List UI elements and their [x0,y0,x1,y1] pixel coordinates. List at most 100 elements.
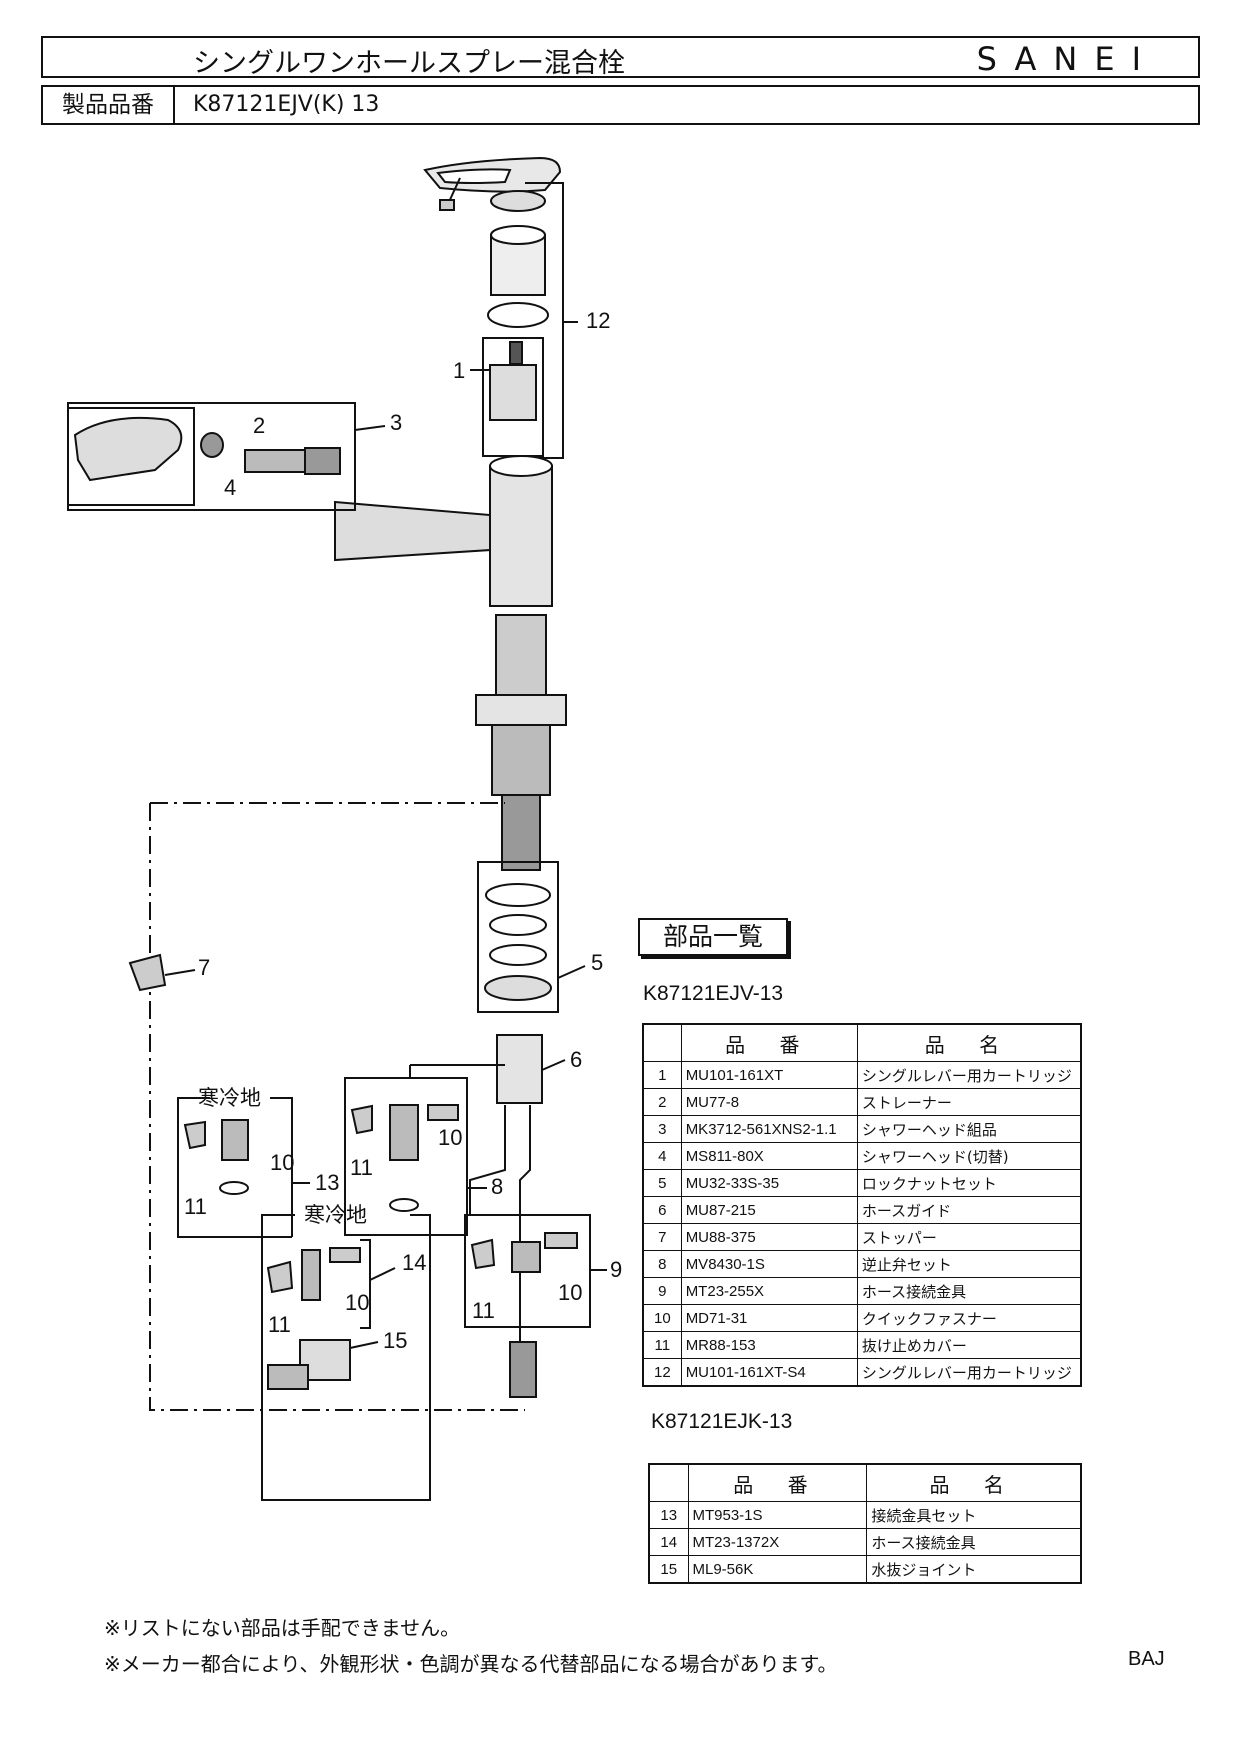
col-part-no: 品 番 [680,1023,858,1062]
callout-10-d: 10 [558,1280,582,1305]
part-index: 3 [642,1115,682,1143]
part-name: ホースガイド [856,1196,1082,1224]
callout-11-d: 11 [472,1298,495,1323]
part-index: 2 [642,1088,682,1116]
model-box: 製品品番 K87121EJV(K) 13 [41,85,1200,125]
note-1: ※リストにない部品は手配できません。 [104,1616,461,1640]
part-name: ロックナットセット [856,1169,1082,1197]
brand-logo: SANEI [976,40,1158,78]
part-number: MU101-161XT-S4 [680,1358,858,1387]
table1-title: K87121EJV-13 [643,982,784,1005]
product-title: シングルワンホールスプレー混合栓 [193,48,625,79]
part-number: MS811-80X [680,1142,858,1170]
callout-13: 13 [315,1170,339,1195]
part-name: 水抜ジョイント [866,1555,1082,1584]
callout-5: 5 [591,950,603,975]
part-number: MV8430-1S [680,1250,858,1278]
col-no [642,1023,682,1062]
part-number: MT23-255X [680,1277,858,1305]
title-box: シングルワンホールスプレー混合栓 SANEI [41,36,1200,79]
table2-title: K87121EJK-13 [651,1410,793,1433]
part-index: 15 [648,1555,689,1584]
part-index: 7 [642,1223,682,1251]
part-index: 5 [642,1169,682,1197]
part-number: MU101-161XT [680,1061,858,1089]
callout-2: 2 [253,413,265,438]
callout-10-c: 10 [345,1290,369,1315]
part-index: 10 [642,1304,682,1332]
part-name: シャワーヘッド組品 [856,1115,1082,1143]
col-part-no: 品 番 [687,1463,868,1502]
callout-3: 3 [390,410,402,435]
part-index: 11 [642,1331,682,1359]
part-number: MU88-375 [680,1223,858,1251]
part-index: 1 [642,1061,682,1089]
part-name: 逆止弁セット [856,1250,1082,1278]
callout-12: 12 [586,308,610,333]
callout-10-a: 10 [270,1150,294,1175]
part-name: 抜け止めカバー [856,1331,1082,1359]
part-number: MK3712-561XNS2-1.1 [680,1115,858,1143]
note-2: ※メーカー都合により、外観形状・色調が異なる代替部品になる場合があります。 [104,1652,838,1676]
part-name: ホース接続金具 [856,1277,1082,1305]
callout-4: 4 [224,475,236,500]
part-index: 9 [642,1277,682,1305]
callout-8: 8 [491,1174,503,1199]
callout-6: 6 [570,1047,582,1072]
col-part-name: 品 名 [866,1463,1082,1502]
callout-1: 1 [453,358,465,383]
lever-handle [423,156,562,211]
callout-14: 14 [402,1250,426,1275]
callout-11-b: 11 [350,1155,373,1180]
callout-9: 9 [610,1257,622,1282]
callout-11-c: 11 [268,1312,291,1337]
part-number: MD71-31 [680,1304,858,1332]
spout-body [334,455,553,607]
exploded-diagram: 12 1 2 3 4 5 6 7 8 9 10 10 10 10 11 11 1… [67,156,622,1501]
cold-region-label-1: 寒冷地 [198,1086,261,1110]
part-index: 14 [648,1528,689,1556]
part-index: 4 [642,1142,682,1170]
part-name: ストッパー [856,1223,1082,1251]
part-name: シングルレバー用カートリッジ [856,1061,1082,1089]
part-number: ML9-56K [687,1555,868,1584]
part-number: MT953-1S [687,1501,868,1529]
col-no [648,1463,689,1502]
callout-15: 15 [383,1328,407,1353]
part-index: 13 [648,1501,689,1529]
callout-11-a: 11 [184,1194,207,1219]
part-number: MU87-215 [680,1196,858,1224]
part-name: 接続金具セット [866,1501,1082,1529]
part-name: ホース接続金具 [866,1528,1082,1556]
callout-10-b: 10 [438,1125,462,1150]
cold-region-label-2: 寒冷地 [304,1203,367,1227]
part-number: MU32-33S-35 [680,1169,858,1197]
part-number: MR88-153 [680,1331,858,1359]
parts-list-heading: 部品一覧 [638,918,788,956]
model-label: 製品品番 [43,87,175,123]
callout-7: 7 [198,955,210,980]
part-name: ストレーナー [856,1088,1082,1116]
part-index: 6 [642,1196,682,1224]
part-number: MU77-8 [680,1088,858,1116]
part-index: 12 [642,1358,682,1387]
